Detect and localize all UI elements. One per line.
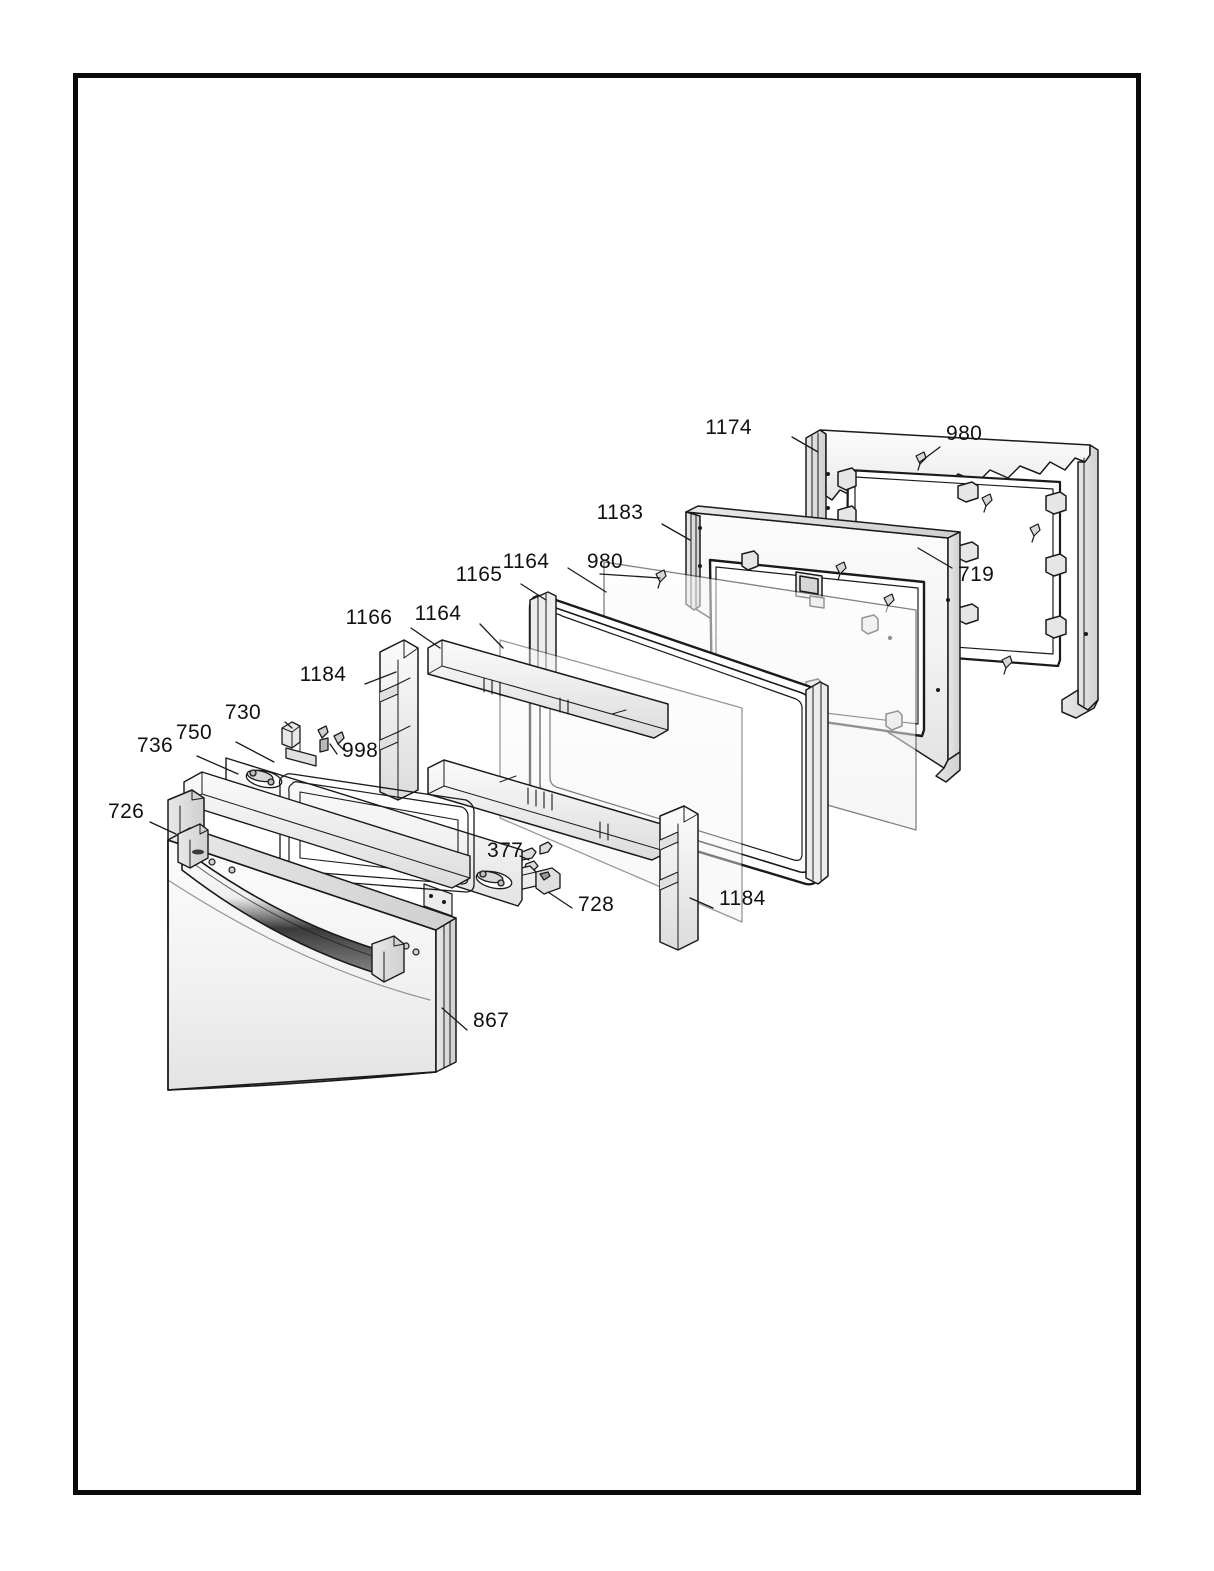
callout-1183: 1183 xyxy=(597,501,644,524)
callout-1184-left: 1184 xyxy=(300,663,347,686)
callout-736: 736 xyxy=(137,734,173,757)
callout-719: 719 xyxy=(958,563,994,586)
callout-998: 998 xyxy=(342,739,378,762)
callout-730: 730 xyxy=(225,701,261,724)
callout-980-mid: 980 xyxy=(587,550,623,573)
callout-1164-upper: 1164 xyxy=(503,550,550,573)
callout-726: 726 xyxy=(108,800,144,823)
callout-1164-lower: 1164 xyxy=(415,602,462,625)
screw-980-mid xyxy=(655,569,667,589)
callout-1165: 1165 xyxy=(456,563,503,586)
callout-377: 377 xyxy=(487,839,523,862)
callout-1166: 1166 xyxy=(346,606,393,629)
callout-leader-lines xyxy=(149,436,953,1031)
part-730-hinge-receiver xyxy=(281,721,317,767)
callout-1184-right: 1184 xyxy=(719,887,766,910)
callout-867: 867 xyxy=(473,1009,509,1032)
callout-750: 750 xyxy=(176,721,212,744)
callout-1174: 1174 xyxy=(705,416,752,439)
part-1184-side-channel-right xyxy=(659,805,699,951)
callout-labels: 1174 980 719 1183 1164 980 1165 1166 116… xyxy=(108,416,994,1032)
door-handle xyxy=(177,823,405,983)
part-998-screw-set xyxy=(317,725,345,753)
callout-980-top: 980 xyxy=(946,422,982,445)
part-1164-top-bar xyxy=(427,639,669,739)
callout-728: 728 xyxy=(578,893,614,916)
part-1166-side-trim xyxy=(379,639,419,801)
